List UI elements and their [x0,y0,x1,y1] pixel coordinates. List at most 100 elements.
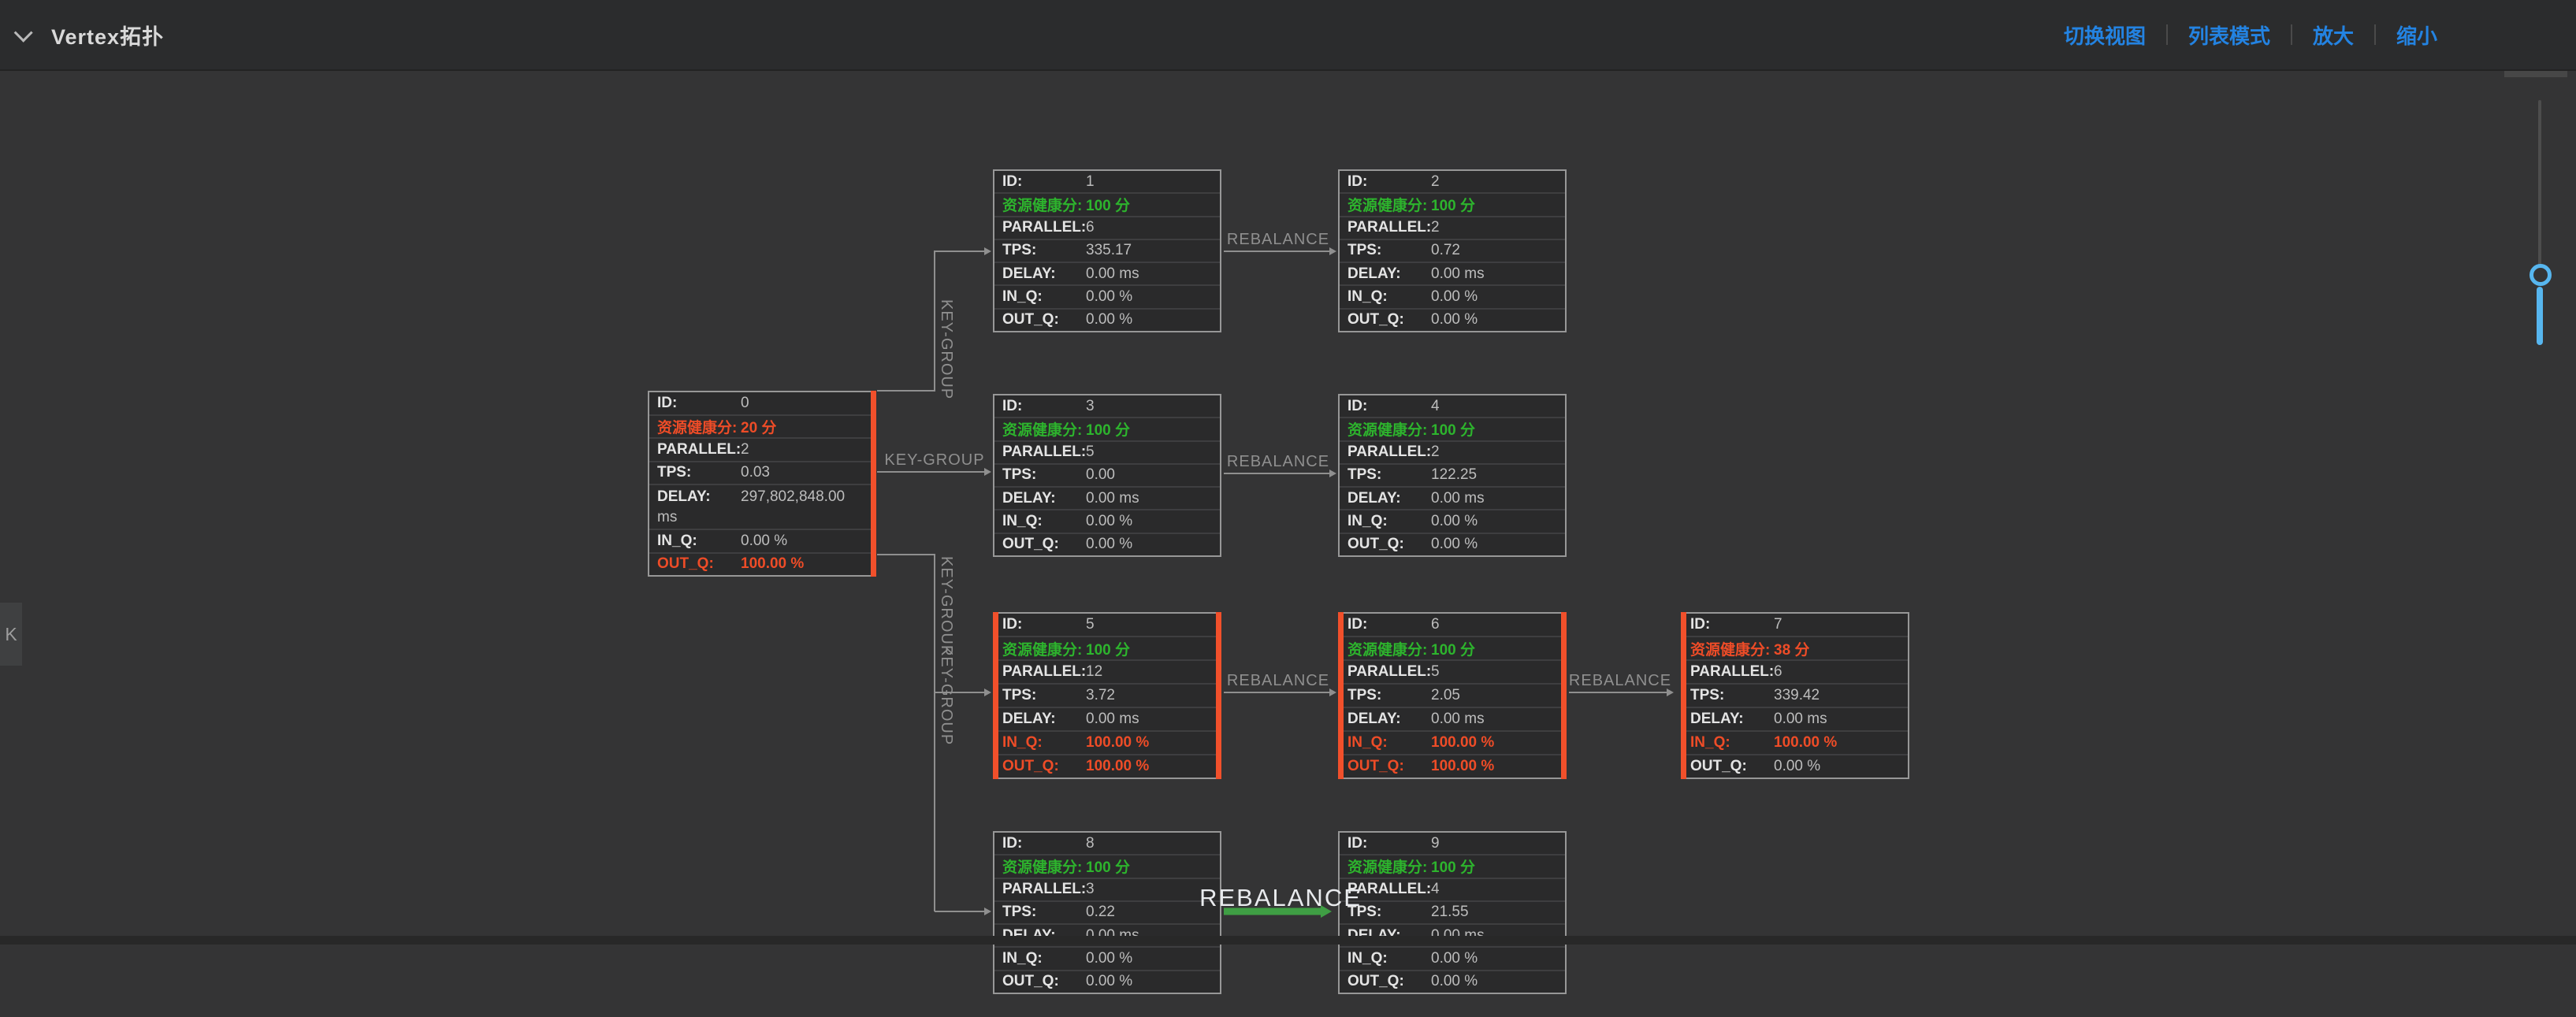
field-value: 0.00 ms [1086,711,1212,728]
vertex-node-4[interactable]: ID:4资源健康分:100 分PARALLEL:2TPS:122.25DELAY… [1338,394,1567,557]
field-label: IN_Q: [1690,734,1774,752]
bottom-edge [0,936,2576,945]
field-label: PARALLEL: [1690,663,1774,681]
node-field-parallel: PARALLEL:3 [994,879,1220,900]
field-value: 0.03 [741,464,867,481]
field-label: TPS: [1002,466,1086,484]
collapse-chevron-icon[interactable] [14,23,33,42]
node-field-id: ID:6 [1340,614,1565,636]
node-field-in_q: IN_Q:0.00 % [994,948,1220,969]
node-field-tps: TPS:0.00 [994,465,1220,486]
field-label: 资源健康分: [657,416,741,437]
panel-header-actions: 切换视图 列表模式 放大 缩小 [2064,20,2576,50]
field-value: 1 [1086,173,1212,191]
zoom-in-button[interactable]: 放大 [2313,20,2354,50]
field-value: 100 分 [1086,856,1212,877]
node-field-delay: DELAY:0.00 ms [1340,708,1565,730]
node-field-health: 资源健康分:100 分 [994,194,1220,215]
toggle-view-button[interactable]: 切换视图 [2064,20,2146,50]
field-label: DELAY: [1690,711,1774,728]
field-label: IN_Q: [1347,950,1431,967]
field-label: IN_Q: [1347,734,1431,752]
edge-label-key-group: KEY-GROUP [937,299,955,399]
node-field-out_q: OUT_Q:0.00 % [994,310,1220,331]
field-label: DELAY: [1347,490,1431,507]
node-field-out_q: OUT_Q:0.00 % [1340,310,1565,331]
vertex-node-1[interactable]: ID:1资源健康分:100 分PARALLEL:6TPS:335.17DELAY… [993,169,1221,332]
field-label: 资源健康分: [1002,638,1086,659]
field-label: TPS: [1690,687,1774,704]
list-mode-button[interactable]: 列表模式 [2188,20,2270,50]
field-value: 0.00 ms [1086,265,1212,283]
graph-canvas[interactable]: ID:0资源健康分:20 分PARALLEL:2TPS:0.03DELAY:29… [0,72,2576,945]
node-field-id: ID:2 [1340,171,1565,192]
node-field-health: 资源健康分:100 分 [994,856,1220,877]
node-field-health: 资源健康分:100 分 [1340,856,1565,877]
vertex-node-5[interactable]: ID:5资源健康分:100 分PARALLEL:12TPS:3.72DELAY:… [993,612,1221,779]
field-label: PARALLEL: [1002,444,1086,461]
field-value: 339.42 [1774,687,1900,704]
field-value: 2.05 [1431,687,1557,704]
vertex-node-2[interactable]: ID:2资源健康分:100 分PARALLEL:2TPS:0.72DELAY:0… [1338,169,1567,332]
field-label: 资源健康分: [1347,638,1431,659]
field-label: IN_Q: [1347,288,1431,306]
action-divider [2291,24,2292,45]
field-value: 0.00 % [1431,513,1557,530]
zoom-slider[interactable] [2523,95,2555,354]
node-field-delay: DELAY:0.00 ms [994,708,1220,730]
node-field-in_q: IN_Q:0.00 % [1340,510,1565,532]
node-field-id: ID:5 [994,614,1220,636]
field-value: 0.00 % [1086,513,1212,530]
node-field-parallel: PARALLEL:12 [994,661,1220,683]
node-field-tps: TPS:0.03 [649,462,875,484]
field-label: PARALLEL: [657,441,741,458]
field-label: OUT_Q: [657,555,741,573]
field-value: 0.00 % [1086,950,1212,967]
vertex-node-3[interactable]: ID:3资源健康分:100 分PARALLEL:5TPS:0.00DELAY:0… [993,394,1221,557]
field-value: 100 分 [1086,638,1212,659]
field-label: 资源健康分: [1002,418,1086,440]
field-label: 资源健康分: [1347,418,1431,440]
field-value: 0.72 [1431,242,1557,259]
field-value: 0.00 % [1431,311,1557,328]
field-value: 100 分 [1086,194,1212,215]
node-field-in_q: IN_Q:100.00 % [994,732,1220,754]
node-field-out_q: OUT_Q:0.00 % [1682,755,1908,778]
node-field-tps: TPS:122.25 [1340,465,1565,486]
field-value: 4 [1431,398,1557,415]
scrollbar-fragment [2504,71,2567,77]
vertex-node-8[interactable]: ID:8资源健康分:100 分PARALLEL:3TPS:0.22DELAY:0… [993,831,1221,994]
edge-label-rebalance: REBALANCE [1227,231,1329,249]
field-label: IN_Q: [1347,513,1431,530]
field-label: ID: [657,395,741,412]
vertex-node-0[interactable]: ID:0资源健康分:20 分PARALLEL:2TPS:0.03DELAY:29… [648,391,876,577]
node-field-out_q: OUT_Q:0.00 % [994,971,1220,993]
zoom-slider-handle[interactable] [2530,264,2552,286]
field-value: 5 [1086,616,1212,633]
vertex-node-9[interactable]: ID:9资源健康分:100 分PARALLEL:4TPS:21.55DELAY:… [1338,831,1567,994]
field-value: 100.00 % [1086,734,1212,752]
field-label: 资源健康分: [1002,194,1086,215]
edge-label-rebalance: REBALANCE [1569,672,1671,690]
action-divider [2374,24,2376,45]
node-field-delay: DELAY:0.00 ms [994,263,1220,284]
zoom-slider-track[interactable] [2538,100,2541,277]
vertex-node-6[interactable]: ID:6资源健康分:100 分PARALLEL:5TPS:2.05DELAY:0… [1338,612,1567,779]
edge-label-rebalance-selected[interactable]: REBALANCE [1199,884,1362,912]
field-label: TPS: [1347,687,1431,704]
field-label: OUT_Q: [1347,311,1431,328]
field-label: DELAY: [657,488,741,506]
node-field-in_q: IN_Q:100.00 % [1682,732,1908,754]
field-label: DELAY: [1002,265,1086,283]
node-field-tps: TPS:2.05 [1340,685,1565,707]
zoom-out-button[interactable]: 缩小 [2396,20,2437,50]
node-field-parallel: PARALLEL:5 [994,442,1220,463]
field-label: DELAY: [1347,711,1431,728]
node-field-in_q: IN_Q:0.00 % [1340,948,1565,969]
vertex-node-7[interactable]: ID:7资源健康分:38 分PARALLEL:6TPS:339.42DELAY:… [1681,612,1909,779]
node-field-parallel: PARALLEL:5 [1340,661,1565,683]
field-value: 21.55 [1431,904,1557,921]
field-label: ID: [1002,398,1086,415]
field-value: 2 [1431,173,1557,191]
zoom-slider-fill [2537,287,2543,345]
